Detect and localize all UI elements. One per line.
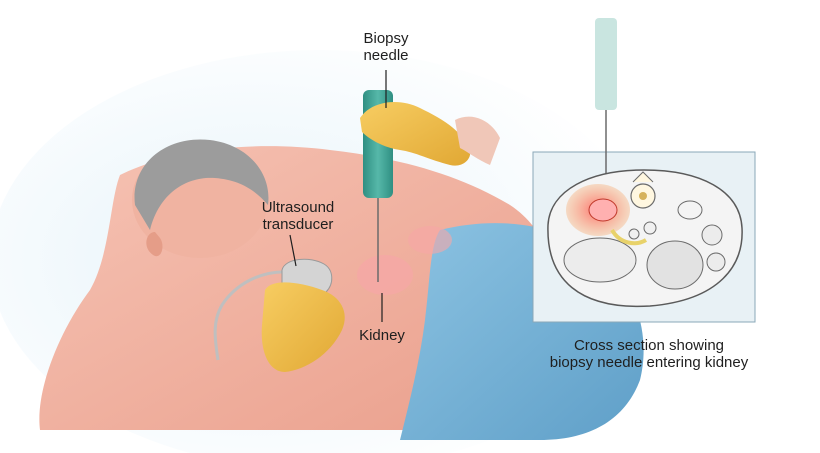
cross-section-bowel-2 <box>706 252 726 272</box>
transducer-leader-line <box>289 234 297 267</box>
biopsy-needle-label: Biopsy needle <box>346 30 426 64</box>
cross-section-kidney <box>588 198 618 222</box>
ultrasound-transducer-label-line1: Ultrasound <box>261 199 335 216</box>
kidney-outline-right <box>408 226 452 254</box>
patient-ear <box>146 232 163 257</box>
cross-section-muscle <box>610 228 648 246</box>
cross-section-vena-cava <box>628 228 640 240</box>
cross-section-right-kidney <box>677 200 703 220</box>
cross-section-bowel-1 <box>701 224 723 246</box>
cross-section-caption: Cross section showing biopsy needle ente… <box>520 337 778 371</box>
kidney-label: Kidney <box>352 327 412 344</box>
cross-section-vertebra-process <box>632 171 654 183</box>
biopsy-needle-label-line1: Biopsy <box>363 30 409 47</box>
ultrasound-transducer-label: Ultrasound transducer <box>248 199 348 233</box>
transducer-hand-glove <box>261 282 345 372</box>
ultrasound-cable <box>213 270 291 361</box>
cross-section-liver <box>563 237 637 283</box>
cross-section-needle-housing <box>595 18 617 110</box>
patient-hair <box>134 139 269 230</box>
cross-section-caption-line2: biopsy needle entering kidney <box>549 354 749 371</box>
cross-section-spinal-canal <box>639 192 647 200</box>
needle-hand-arm <box>455 116 500 165</box>
kidney-label-text: Kidney <box>359 327 405 344</box>
biopsy-needle-label-line2: needle <box>363 47 409 64</box>
needle-hand-glove <box>360 102 471 166</box>
cross-section-stomach <box>646 240 704 290</box>
kidney-outline-left <box>357 255 413 295</box>
cross-section-caption-line1: Cross section showing <box>573 337 725 354</box>
ultrasound-transducer-label-line2: transducer <box>262 216 334 233</box>
cross-section-aorta <box>643 221 657 235</box>
